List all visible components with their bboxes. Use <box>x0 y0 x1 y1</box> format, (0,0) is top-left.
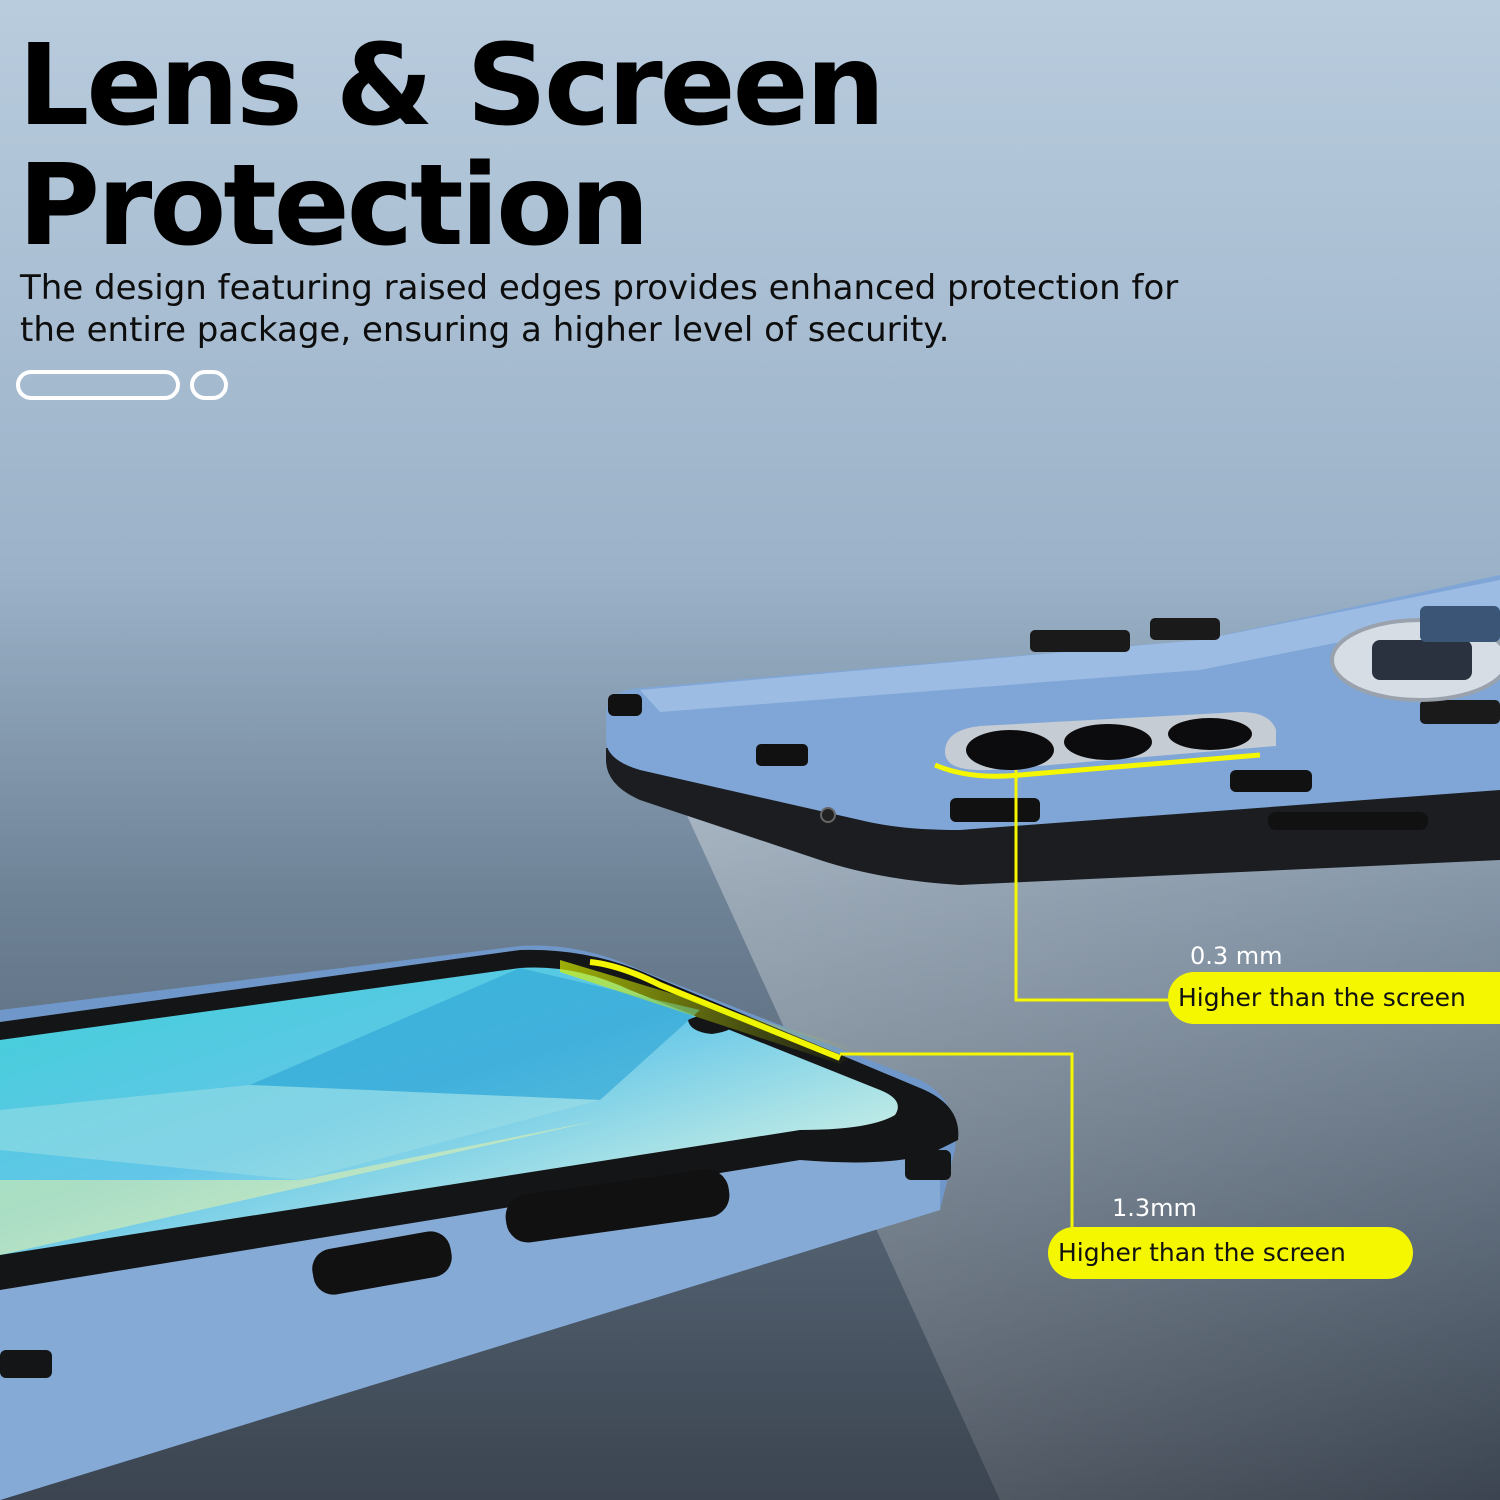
volume-button <box>505 1169 730 1243</box>
lens-highlight-rim <box>934 752 1261 779</box>
side-bumper <box>905 1150 951 1180</box>
camera-lens <box>966 730 1054 770</box>
side-bumper <box>756 744 808 766</box>
headline-line-2: Protection <box>18 141 650 271</box>
corner-bumper <box>608 694 642 716</box>
description-line-1: The design featuring raised edges provid… <box>20 268 1179 308</box>
lens-callout-badge: Higher than the screen <box>1168 972 1500 1024</box>
side-bumper <box>1230 770 1312 792</box>
screen-callout-badge: Higher than the screen <box>1048 1227 1413 1279</box>
camera-lens <box>1064 724 1152 760</box>
decorative-pill-short <box>190 370 228 400</box>
decorative-pill-long <box>16 370 180 400</box>
screen-height-measure: 1.3mm <box>1112 1194 1197 1222</box>
side-button <box>1268 812 1428 830</box>
side-bumper <box>950 798 1040 822</box>
kickstand-bumper <box>1420 700 1500 724</box>
lens-height-measure: 0.3 mm <box>1190 942 1283 970</box>
kickstand-bumper <box>1150 618 1220 640</box>
power-button <box>312 1231 452 1295</box>
screen-wallpaper-shape <box>250 968 700 1100</box>
headphone-jack <box>820 807 836 823</box>
screen-wallpaper-shape <box>0 1085 600 1180</box>
kickstand-bumper <box>1030 630 1130 652</box>
phone-front-case <box>0 945 959 1500</box>
lens-callout-line <box>1014 770 1168 1002</box>
description-line-2: the entire package, ensuring a higher le… <box>20 310 950 350</box>
camera-lens <box>1168 718 1252 750</box>
case-back-highlight <box>640 580 1500 712</box>
headline-line-1: Lens & Screen <box>18 21 885 151</box>
screen-wallpaper-shape <box>0 1120 600 1255</box>
screen-highlight-rim <box>589 959 842 1061</box>
ring-holder <box>1330 606 1500 702</box>
screen-highlight-glow <box>560 960 860 1064</box>
light-beam <box>680 760 1500 1500</box>
side-bumper <box>0 1350 52 1378</box>
screen-callout-line <box>840 1052 1074 1228</box>
